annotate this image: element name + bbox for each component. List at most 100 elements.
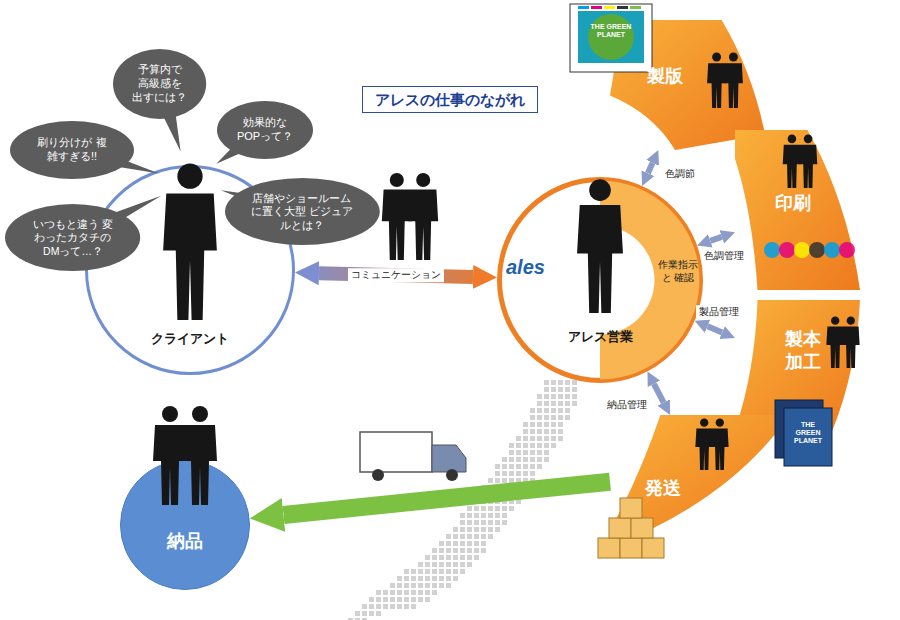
map-dot [516,436,521,441]
color-bar [604,6,615,9]
map-dot [530,415,535,420]
map-dot [544,380,549,385]
map-dot [544,450,549,455]
map-dot [418,562,423,567]
map-dot [481,548,486,553]
map-dot [516,457,521,462]
map-dot [551,436,556,441]
map-dot [369,597,374,602]
map-dot [474,541,479,546]
company-logo: ales [506,256,545,279]
person-silhouette [842,317,860,368]
map-dot [523,422,528,427]
handshake-arms [399,204,422,208]
map-dot [530,471,535,476]
map-dot [544,436,549,441]
map-dot [474,555,479,560]
node-label: アレス営業 [497,329,703,345]
map-dot [404,604,409,609]
handshake-figure [707,53,743,108]
map-dot [530,450,535,455]
handshake-figure [826,317,859,368]
head [831,317,839,325]
head [847,317,855,325]
map-dot [411,597,416,602]
map-dot [544,429,549,434]
map-dot [425,555,430,560]
map-dot [558,436,563,441]
map-dot [509,450,514,455]
person-silhouette [799,135,817,188]
bubble-tail [93,149,160,173]
map-dot [446,583,451,588]
map-dot [558,429,563,434]
bubble-outline [10,121,134,179]
map-dot [481,527,486,532]
map-dot [516,471,521,476]
bubble-tail [221,190,278,212]
map-dot [544,394,549,399]
bubble-outline [225,178,380,245]
map-dot [446,548,451,553]
cardboard-box [620,538,642,558]
map-dot [495,464,500,469]
map-dot [565,394,570,399]
person-silhouette [163,164,217,320]
handshake-arms [705,437,719,440]
person-silhouette [724,53,743,108]
edge-label: 製品管理 [696,306,742,320]
map-dot [467,534,472,539]
node-label: 印刷 [773,192,813,215]
node-label: 納品 [120,530,250,553]
wheel [372,469,384,481]
head [390,173,404,187]
map-dot [404,583,409,588]
map-dot [467,506,472,511]
books [775,400,832,466]
map-dot [453,527,458,532]
truck-box [360,432,432,472]
body [724,63,743,108]
person-silhouette [711,419,729,470]
map-dot [516,443,521,448]
map-dot [544,415,549,420]
handshake-arms [172,441,198,446]
map-dot [551,387,556,392]
connector-arrow [648,163,653,173]
map-dot [530,464,535,469]
map-dot [488,513,493,518]
map-dot [376,604,381,609]
map-dot [432,583,437,588]
map-dot [418,576,423,581]
map-dot [397,597,402,602]
poster-print [578,11,644,63]
map-dot [558,380,563,385]
map-dot [502,457,507,462]
map-dot [551,422,556,427]
map-dot [453,569,458,574]
node-label: クライアント [85,331,295,347]
map-dot [397,590,402,595]
body [711,428,729,470]
map-dot [523,464,528,469]
cardboard-box [609,518,631,538]
color-bar [617,6,628,9]
person-silhouette [707,53,726,108]
map-dot [509,443,514,448]
map-dot [467,513,472,518]
map-dot [537,394,542,399]
band-outline [610,415,790,530]
map-dot [404,576,409,581]
body [826,326,844,368]
head [804,135,813,144]
person-silhouette [408,173,438,260]
map-dot [397,576,402,581]
map-dot [551,415,556,420]
ink-dots [764,242,855,258]
map-dot [495,478,500,483]
map-dot [544,408,549,413]
map-dot [530,436,535,441]
map-dot [530,457,535,462]
map-dot [453,548,458,553]
map-dot [460,548,465,553]
